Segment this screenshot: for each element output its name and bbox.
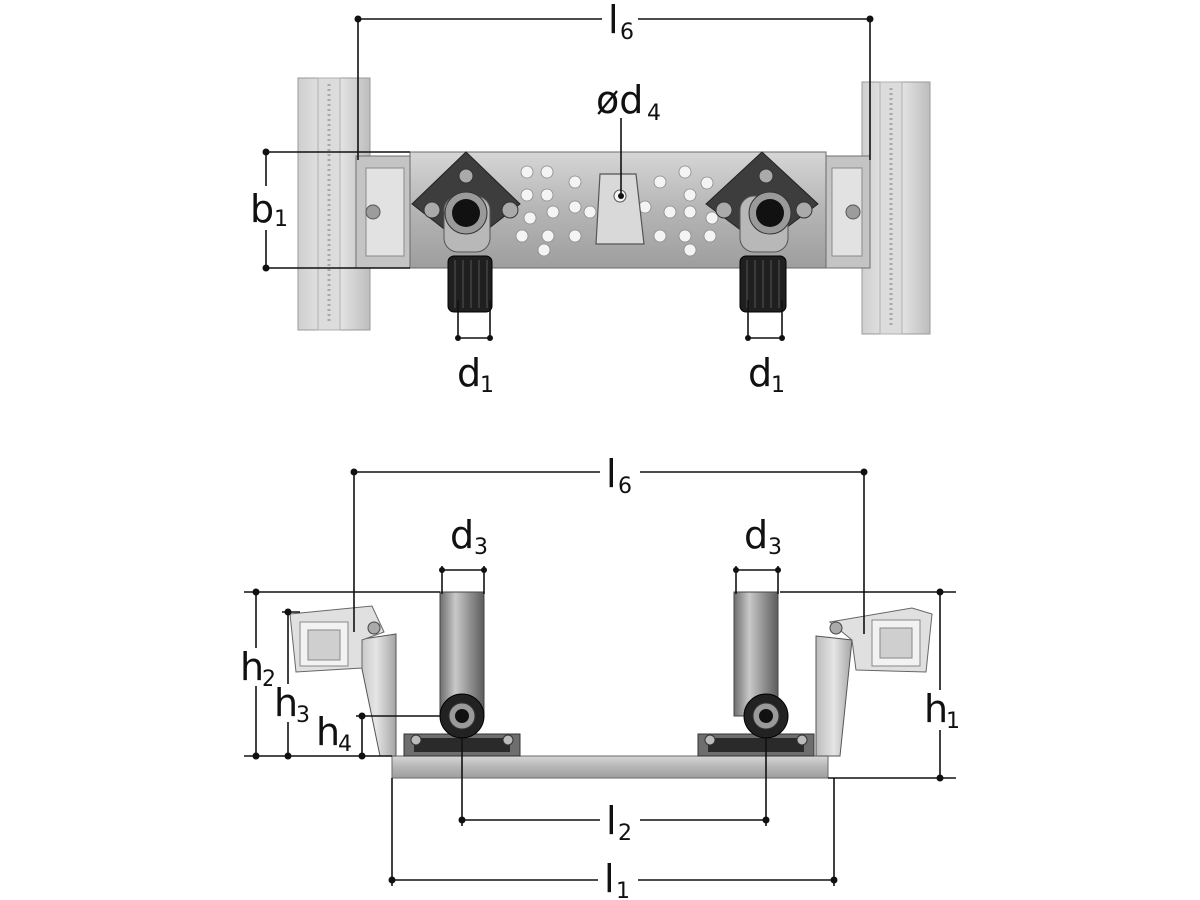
base-rail	[391, 755, 829, 779]
label-d1-right: d	[748, 351, 772, 395]
right-mounting-rail	[861, 81, 931, 335]
label-d1-left: d	[457, 351, 481, 395]
label-b1-sub: 1	[274, 207, 288, 232]
label-h3-sub: 3	[296, 703, 310, 728]
label-d4: ød	[596, 78, 643, 122]
top-view: l 6 ød 4 b 1 d 1	[246, 0, 931, 398]
dim-l6-front: l 6	[350, 452, 868, 634]
right-bracket	[815, 607, 933, 757]
label-h4: h	[316, 710, 340, 754]
label-h1-sub: 1	[946, 709, 960, 734]
label-l2: l	[606, 799, 617, 843]
label-l1-sub: 1	[616, 879, 630, 900]
label-d4-sub: 4	[647, 101, 661, 126]
label-l6-top: l	[608, 0, 619, 42]
label-d3-right: d	[744, 513, 768, 557]
label-l6-top-sub: 6	[620, 20, 634, 45]
label-d3-left: d	[450, 513, 474, 557]
label-h3: h	[274, 681, 298, 725]
label-d3-right-sub: 3	[768, 535, 782, 560]
dim-d3-right: d 3	[733, 513, 782, 594]
dim-h2: h 2	[238, 588, 440, 760]
dim-l6-top: l 6	[354, 0, 874, 160]
left-pipe-fitting	[403, 591, 521, 757]
left-bracket	[289, 605, 397, 757]
label-l6-front-sub: 6	[618, 474, 632, 499]
dim-h3: h 3	[272, 608, 314, 760]
dim-l1: l 1	[388, 778, 838, 900]
label-h1: h	[924, 687, 948, 731]
label-l1: l	[604, 857, 615, 900]
dim-d3-left: d 3	[439, 513, 488, 594]
label-l2-sub: 2	[618, 821, 632, 846]
label-d1-left-sub: 1	[480, 373, 494, 398]
label-h2: h	[240, 645, 264, 689]
left-wall-disk	[411, 151, 521, 313]
label-d1-right-sub: 1	[771, 373, 785, 398]
front-view: l 6 d 3 d 3 h 1	[238, 452, 964, 900]
left-clamp	[355, 155, 415, 269]
dim-d4: ød 4	[596, 78, 661, 199]
dim-d1-right: d 1	[745, 300, 785, 398]
label-h4-sub: 4	[338, 732, 352, 757]
right-wall-disk	[705, 151, 819, 313]
dim-l2: l 2	[458, 738, 770, 846]
dim-b1: b 1	[246, 148, 410, 272]
dim-h4: h 4	[316, 710, 440, 760]
dim-d1-left: d 1	[455, 300, 494, 398]
label-l6-front: l	[606, 452, 617, 496]
right-pipe-fitting	[697, 591, 815, 757]
label-b1: b	[250, 187, 274, 231]
right-clamp	[823, 155, 871, 269]
label-d3-left-sub: 3	[474, 535, 488, 560]
dim-h1: h 1	[780, 588, 964, 782]
